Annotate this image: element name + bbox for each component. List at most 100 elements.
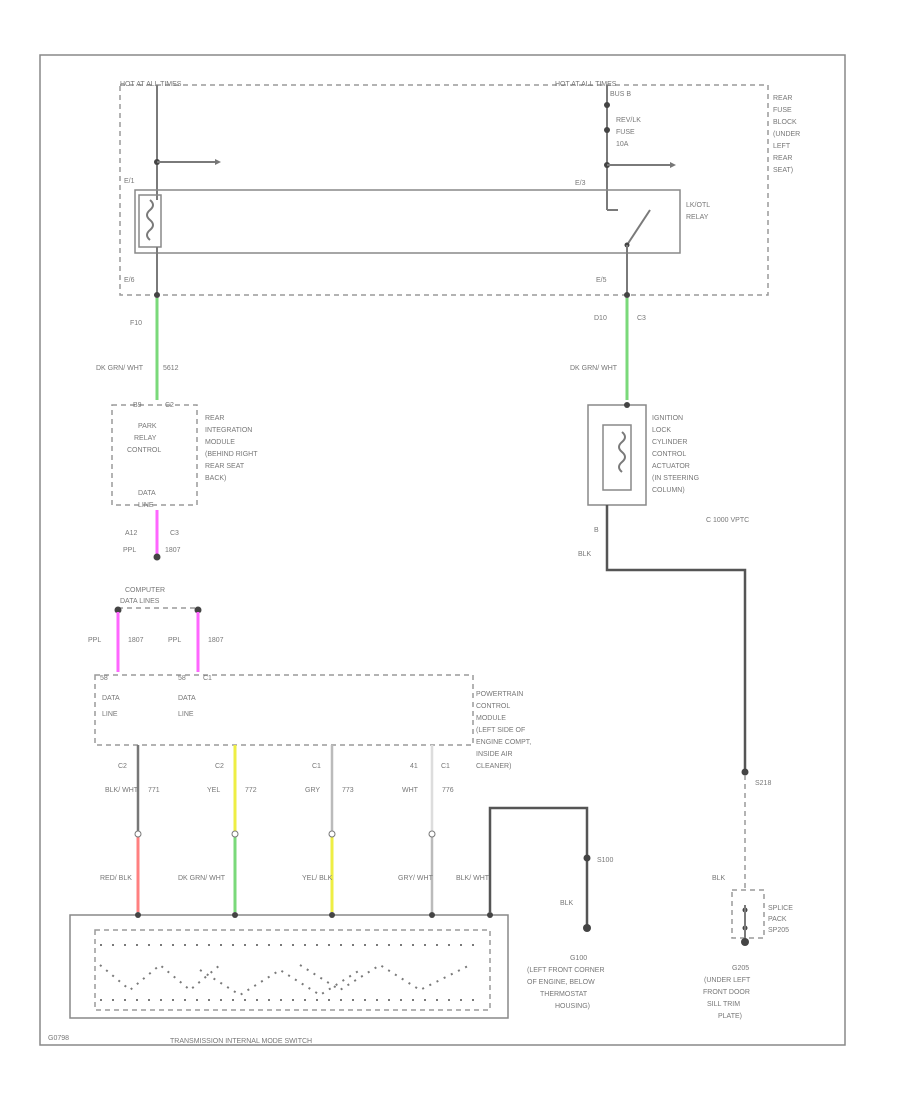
fuse-right-header: HOT AT ALL TIMES [555, 81, 617, 88]
pcm-out-color-3: GRY [305, 787, 320, 794]
blk-label-1: BLK [560, 900, 574, 907]
wire1-circuit: 5612 [163, 365, 179, 372]
pcm-out-color-1: BLK/ WHT [105, 787, 139, 794]
ppl-splice [153, 553, 161, 561]
switch-contact-row-3 [299, 963, 471, 992]
switch-pin-2 [232, 912, 238, 918]
relay-pin-top-right: E/3 [575, 180, 586, 187]
rim-conn-top: C2 [165, 402, 174, 409]
left-feed-arrow [215, 159, 221, 165]
relay-switch-arm [626, 209, 651, 246]
connector-4 [428, 830, 436, 838]
pcm-data-right: DATA LINE [178, 695, 197, 718]
pcm-outline [94, 674, 474, 746]
pcm-label: POWERTRAIN CONTROL MODULE (LEFT SIDE OF … [476, 691, 533, 770]
pcm-out-pin-1: C2 [118, 763, 127, 770]
switch-pin-4 [429, 912, 435, 918]
wire-blk-switch-ground [488, 806, 589, 925]
rim-label: REAR INTEGRATION MODULE (BEHIND RIGHT RE… [205, 415, 259, 482]
relay-box [134, 189, 681, 254]
pcm-out-color-bottom-4: GRY/ WHT [398, 875, 434, 882]
switch-contact-row-2 [199, 968, 361, 997]
pcm-out-pin-3: C1 [312, 763, 321, 770]
ground-g205: G205 (UNDER LEFT FRONT DOOR SILL TRIM PL… [703, 965, 752, 1020]
mode-switch-label: TRANSMISSION INTERNAL MODE SWITCH [170, 1038, 312, 1045]
right-feed-dot-2 [604, 127, 610, 133]
ppl-left-color: PPL [88, 637, 101, 644]
mode-switch-box [69, 914, 509, 1019]
relay-pin-bottom-right: E/5 [596, 277, 607, 284]
pcm-out-pin-4: C1 [441, 763, 450, 770]
rim-pin-bottom: A12 [125, 530, 138, 537]
connector-1 [134, 830, 142, 838]
computer-data-lines: COMPUTER DATA LINES [120, 587, 167, 605]
wire2-pin: D10 [594, 315, 607, 322]
mode-switch-inner [94, 929, 491, 1011]
right-feed-dot-1 [604, 102, 610, 108]
wire2-conn: C3 [637, 315, 646, 322]
pcm-out-color-bottom-3: YEL/ BLK [302, 875, 333, 882]
wire-blk-ignition-ground [605, 505, 747, 770]
data-line-dot-left [114, 606, 122, 614]
ground-g100-terminal [583, 924, 591, 932]
ground-g205-terminal [741, 938, 749, 946]
right-feed-arrow [670, 162, 676, 168]
pcm-out-color-bottom-2: DK GRN/ WHT [178, 875, 226, 882]
splice-s100-dot [583, 854, 591, 862]
switch-pin-5 [487, 912, 493, 918]
rim-data-label: DATA LINE [138, 490, 157, 509]
connector-2 [231, 830, 239, 838]
relay-coil-winding [146, 199, 154, 241]
blk-label-2: BLK [712, 875, 726, 882]
ignition-wire-circuit: C 1000 VPTC [706, 517, 749, 524]
ppl-right-circuit: 1807 [208, 637, 224, 644]
ignition-coil-winding [618, 431, 626, 473]
rim-outline [111, 404, 198, 506]
splice-pack-label: SPLICE PACK SP205 [768, 905, 795, 934]
pcm-out-color-bottom-1: RED/ BLK [100, 875, 132, 882]
ignition-coil [602, 424, 632, 491]
mode-switch-contacts [99, 912, 493, 1001]
pcm-out-pin-num-4: 41 [410, 763, 418, 770]
connector-3 [328, 830, 336, 838]
rim-conn-bottom: C3 [170, 530, 179, 537]
splice-s100: S100 [597, 857, 613, 864]
fuse-left-header: HOT AT ALL TIMES [120, 81, 182, 88]
ignition-pin: B [594, 527, 599, 534]
switch-pin-1 [135, 912, 141, 918]
pcm-out-circuit-2: 772 [245, 787, 257, 794]
ignition-in-terminal [624, 402, 630, 408]
wire1-color: DK GRN/ WHT [96, 365, 144, 372]
wire1-pin: F10 [130, 320, 142, 327]
switch-blk-color: BLK/ WHT [456, 875, 490, 882]
ppl-left-circuit: 1807 [128, 637, 144, 644]
splice-s218-dot [741, 768, 749, 776]
ignition-wire-color: BLK [578, 551, 592, 558]
relay-coil [138, 194, 162, 248]
pcm-out-circuit-4: 776 [442, 787, 454, 794]
relay-pin-top-left: E/1 [124, 178, 135, 185]
footer-code: G0798 [48, 1035, 69, 1042]
rim-inner-label: PARK RELAY CONTROL [127, 423, 161, 454]
ppl-color: PPL [123, 547, 136, 554]
pcm-out-circuit-1: 771 [148, 787, 160, 794]
splice-s218: S218 [755, 780, 771, 787]
pcm-data-left: DATA LINE [102, 695, 121, 718]
rear-fuse-block-label: REAR FUSE BLOCK (UNDER LEFT REAR SEAT) [773, 95, 802, 174]
pcm-out-circuit-3: 773 [342, 787, 354, 794]
pcm-output-wires [134, 745, 436, 912]
fuse-bus-label: BUS B [610, 91, 631, 98]
pcm-pin-left: 58 [100, 675, 108, 682]
switch-contact-row-1 [99, 963, 221, 992]
fuse-label: REV/LK FUSE 10A [616, 117, 643, 148]
relay-label: LK/OTL RELAY [686, 202, 712, 221]
ppl-circuit: 1807 [165, 547, 181, 554]
relay-out-right-terminal [624, 292, 630, 298]
ignition-actuator-box [587, 404, 647, 506]
switch-pin-3 [329, 912, 335, 918]
rim-pin-top: B9 [133, 402, 142, 409]
rear-fuse-block-outline [119, 84, 769, 296]
wire2-color: DK GRN/ WHT [570, 365, 618, 372]
splice-pack-outline [731, 889, 765, 939]
